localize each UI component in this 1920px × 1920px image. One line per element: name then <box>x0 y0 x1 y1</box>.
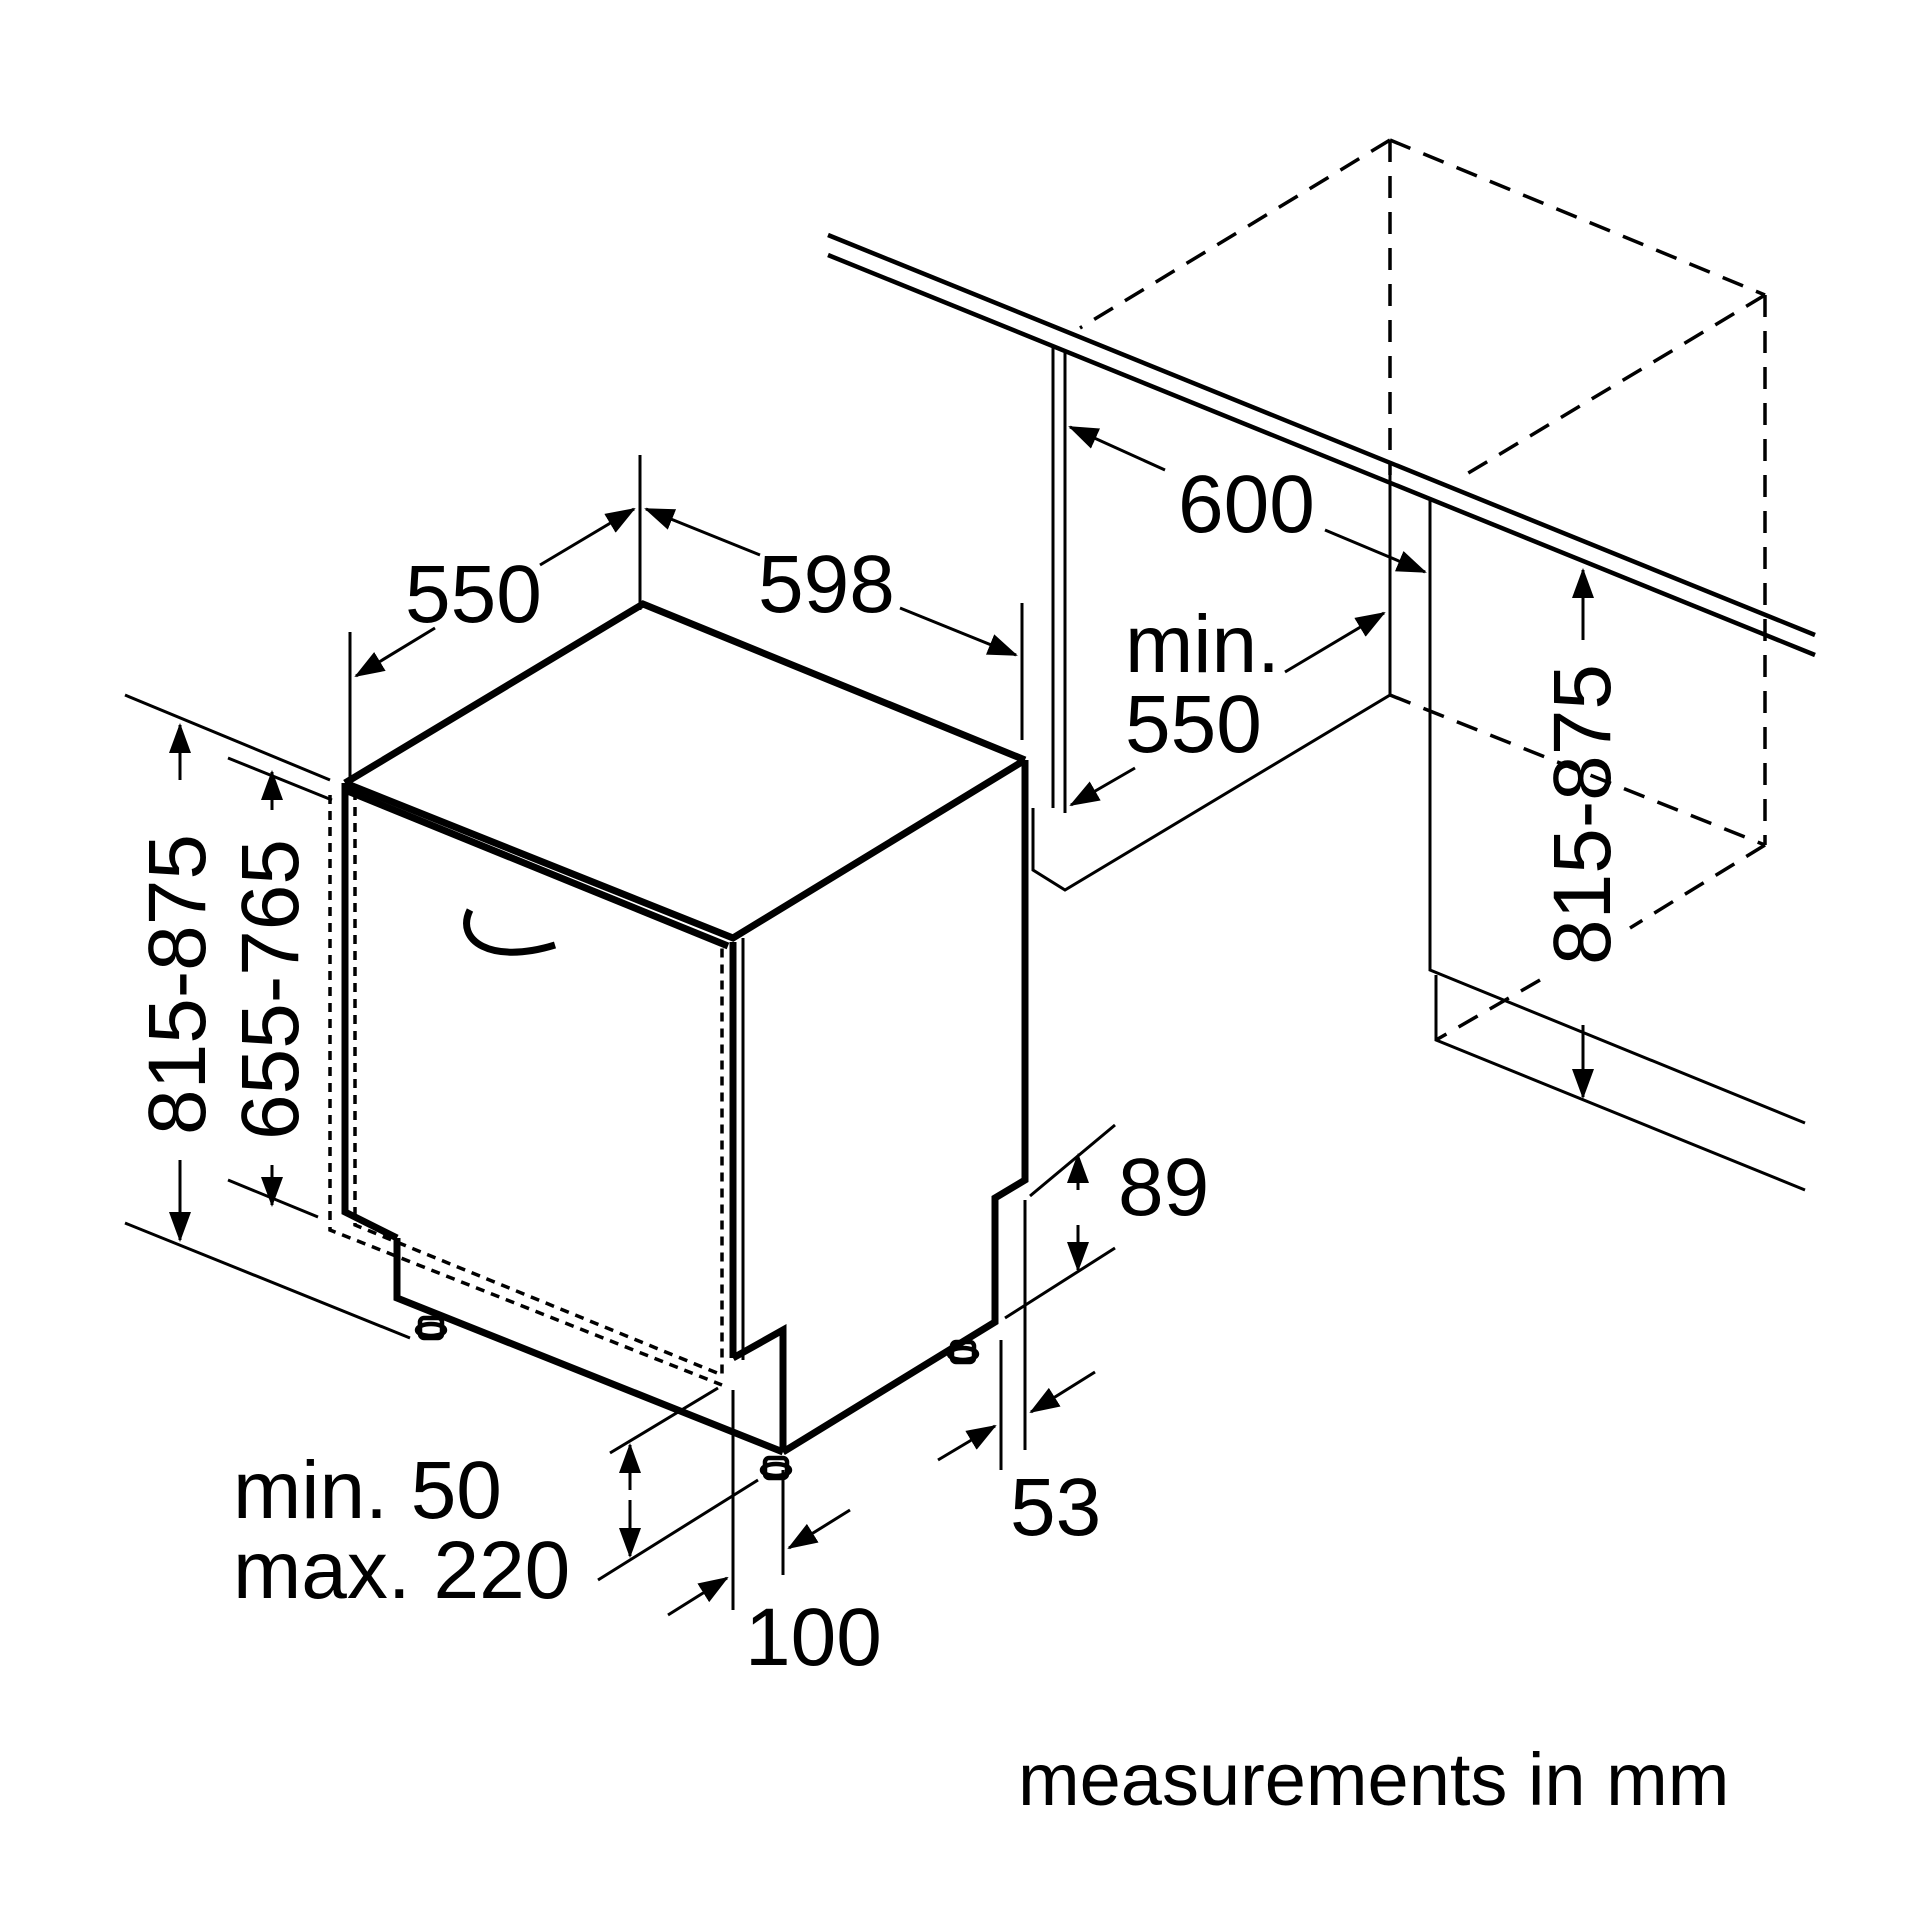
worktop-top-edge <box>827 232 1816 638</box>
door-height-label: 655-765 <box>225 839 316 1140</box>
plinth-recess-label: 53 <box>1010 1462 1101 1553</box>
appliance-width-label: 598 <box>758 539 895 630</box>
door-gap-label-line1: min. 50 <box>233 1445 502 1536</box>
plinth-height-label: 89 <box>1118 1142 1209 1233</box>
niche-height-label: 815-875 <box>1537 664 1628 965</box>
worktop-bottom-edge <box>827 252 1816 658</box>
adjacent-cabinet-outline <box>1079 138 1767 1042</box>
appliance-depth-label: 550 <box>405 549 542 640</box>
dimension-lines <box>124 425 1594 1617</box>
units-note: measurements in mm <box>1018 1738 1729 1821</box>
right-cabinet-side <box>1428 500 1806 1125</box>
dishwasher-body <box>328 600 1029 1481</box>
niche-depth-label-line1: min. <box>1125 599 1280 690</box>
niche-depth-label-line2: 550 <box>1125 679 1262 770</box>
appliance-height-label: 815-875 <box>132 834 223 1135</box>
door-inner-outline <box>353 792 724 1378</box>
door-offset-label: 100 <box>745 1592 882 1683</box>
door-gap-label-line2: max. 220 <box>233 1525 570 1616</box>
adjustable-feet <box>414 1315 980 1481</box>
niche-width-label: 600 <box>1178 459 1315 550</box>
dimension-labels: 600 min. 550 815-875 550 598 815-875 655… <box>132 459 1628 1683</box>
installation-niche <box>827 138 1816 1192</box>
door-handle <box>463 908 557 956</box>
